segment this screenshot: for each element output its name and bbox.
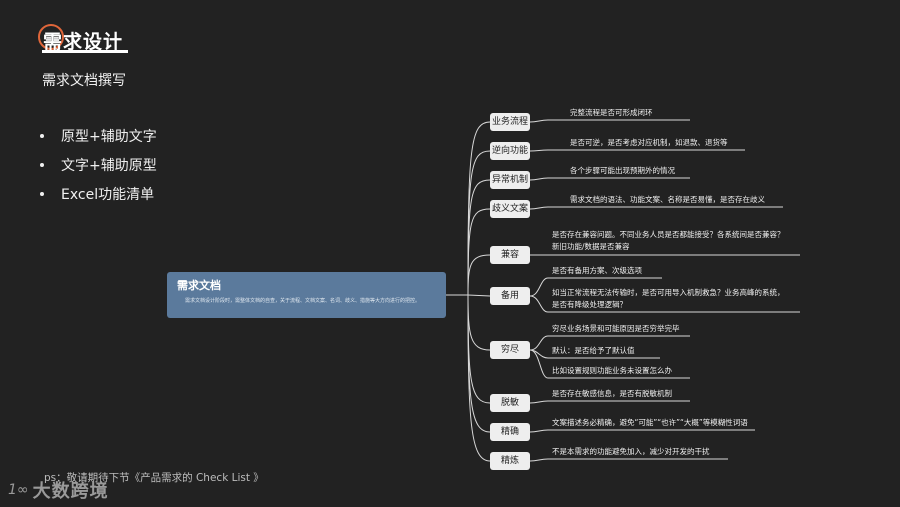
- bullet-dot-icon: [40, 162, 44, 167]
- leaf-text: 是否存在兼容问题。不同业务人员是否都能接受？各系统间是否兼容？: [552, 230, 785, 239]
- branch-node-exhaustive[interactable]: 穷尽: [490, 341, 530, 359]
- leaf-text: 是否有降级处理逻辑？: [552, 300, 627, 309]
- leaf-text: 需求文档的语法、功能文案、名称是否易懂，是否存在歧义: [570, 195, 765, 204]
- leaf-text: 各个步骤可能出现预期外的情况: [570, 166, 675, 175]
- leaf-text: 默认：是否给予了默认值: [552, 346, 635, 355]
- leaf-text: 文案描述务必精确，避免“可能”“也许”“大概”等模糊性词语: [552, 418, 748, 427]
- leaf-text: 完整流程是否可形成闭环: [570, 108, 653, 117]
- branch-node-ambiguity[interactable]: 歧义文案: [490, 200, 530, 218]
- footer-note: ps：敬请期待下节《产品需求的 Check List 》: [44, 472, 264, 484]
- leaf-text: 比如设置规则功能业务未设置怎么办: [552, 366, 672, 375]
- leaf-text: 是否存在敏感信息，是否有脱敏机制: [552, 389, 672, 398]
- title-underline: [42, 50, 128, 53]
- branch-node-precise[interactable]: 精确: [490, 423, 530, 441]
- page-subtitle: 需求文档撰写: [42, 73, 126, 89]
- leaf-text: 新旧功能/数据是否兼容: [552, 242, 630, 251]
- root-description: 需求文档设计阶段时，需整体文档的自查，关于流程、文档文案、名词、歧义、措施等大方…: [185, 298, 421, 304]
- bullet-item: Excel功能清单: [40, 179, 157, 208]
- brand-logo: 1∞ 大数跨境: [8, 477, 109, 503]
- bullet-dot-icon: [40, 133, 44, 138]
- brand-name: 大数跨境: [32, 481, 109, 502]
- bullet-dot-icon: [40, 191, 44, 196]
- root-title: 需求文档: [177, 279, 221, 292]
- branch-node-reverse[interactable]: 逆向功能: [490, 142, 530, 160]
- leaf-text: 不是本需求的功能避免加入，减少对开发的干扰: [552, 447, 710, 456]
- branch-node-desensitize[interactable]: 脱敏: [490, 394, 530, 412]
- bullet-item: 文字+辅助原型: [40, 150, 157, 179]
- bullet-item: 原型+辅助文字: [40, 121, 157, 150]
- leaf-text: 如当正常流程无法传输时，是否可用导入机制救急？业务高峰的系统，: [552, 288, 785, 297]
- branch-node-compatible[interactable]: 兼容: [490, 246, 530, 264]
- branch-node-backup[interactable]: 备用: [490, 287, 530, 305]
- branch-node-concise[interactable]: 精炼: [490, 452, 530, 470]
- title-circle-icon: [38, 24, 64, 50]
- leaf-text: 是否有备用方案、次级选项: [552, 266, 642, 275]
- bullet-list: 原型+辅助文字 文字+辅助原型 Excel功能清单: [40, 121, 157, 208]
- branch-node-exception[interactable]: 异常机制: [490, 171, 530, 189]
- brand-mark-icon: 1∞: [8, 482, 29, 498]
- mindmap-root-node[interactable]: 需求文档 需求文档设计阶段时，需整体文档的自查，关于流程、文档文案、名词、歧义、…: [167, 272, 446, 318]
- leaf-text: 穷尽业务场景和可能原因是否穷举完毕: [552, 324, 680, 333]
- branch-node-business-flow[interactable]: 业务流程: [490, 113, 530, 131]
- page-title-block: 需求设计: [38, 24, 128, 53]
- page-title: 需求设计: [43, 31, 124, 53]
- leaf-text: 是否可逆，是否考虑对应机制，如退款、退货等: [570, 138, 728, 147]
